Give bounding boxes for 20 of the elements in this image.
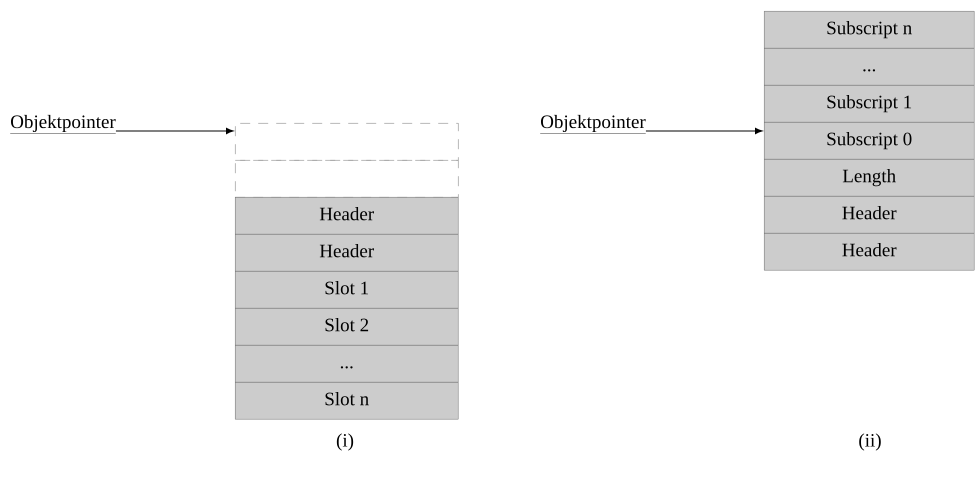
memory-cell: Header — [764, 233, 974, 270]
memory-cell: Subscript 1 — [764, 85, 974, 122]
empty-cell — [235, 123, 458, 160]
memory-cell: Subscript 0 — [764, 122, 974, 160]
arrow — [116, 128, 234, 134]
memory-cell: Header — [235, 197, 458, 234]
memory-cell: Subscript n — [764, 11, 974, 48]
panel-label: (ii) — [859, 433, 881, 451]
pointer-label: Objektpointer — [540, 114, 646, 134]
arrow — [645, 128, 763, 134]
memory-cell: Header — [235, 234, 458, 272]
memory-cell: Length — [764, 159, 974, 196]
memory-cell: Slot 1 — [235, 271, 458, 308]
memory-cell: Slot 2 — [235, 308, 458, 346]
memory-cell: ... — [235, 345, 458, 382]
memory-cell: Slot n — [235, 382, 458, 420]
memory-cell: Header — [764, 196, 974, 234]
memory-cell: ... — [764, 48, 974, 86]
pointer-label: Objektpointer — [10, 114, 116, 134]
panel-label: (i) — [336, 433, 354, 451]
